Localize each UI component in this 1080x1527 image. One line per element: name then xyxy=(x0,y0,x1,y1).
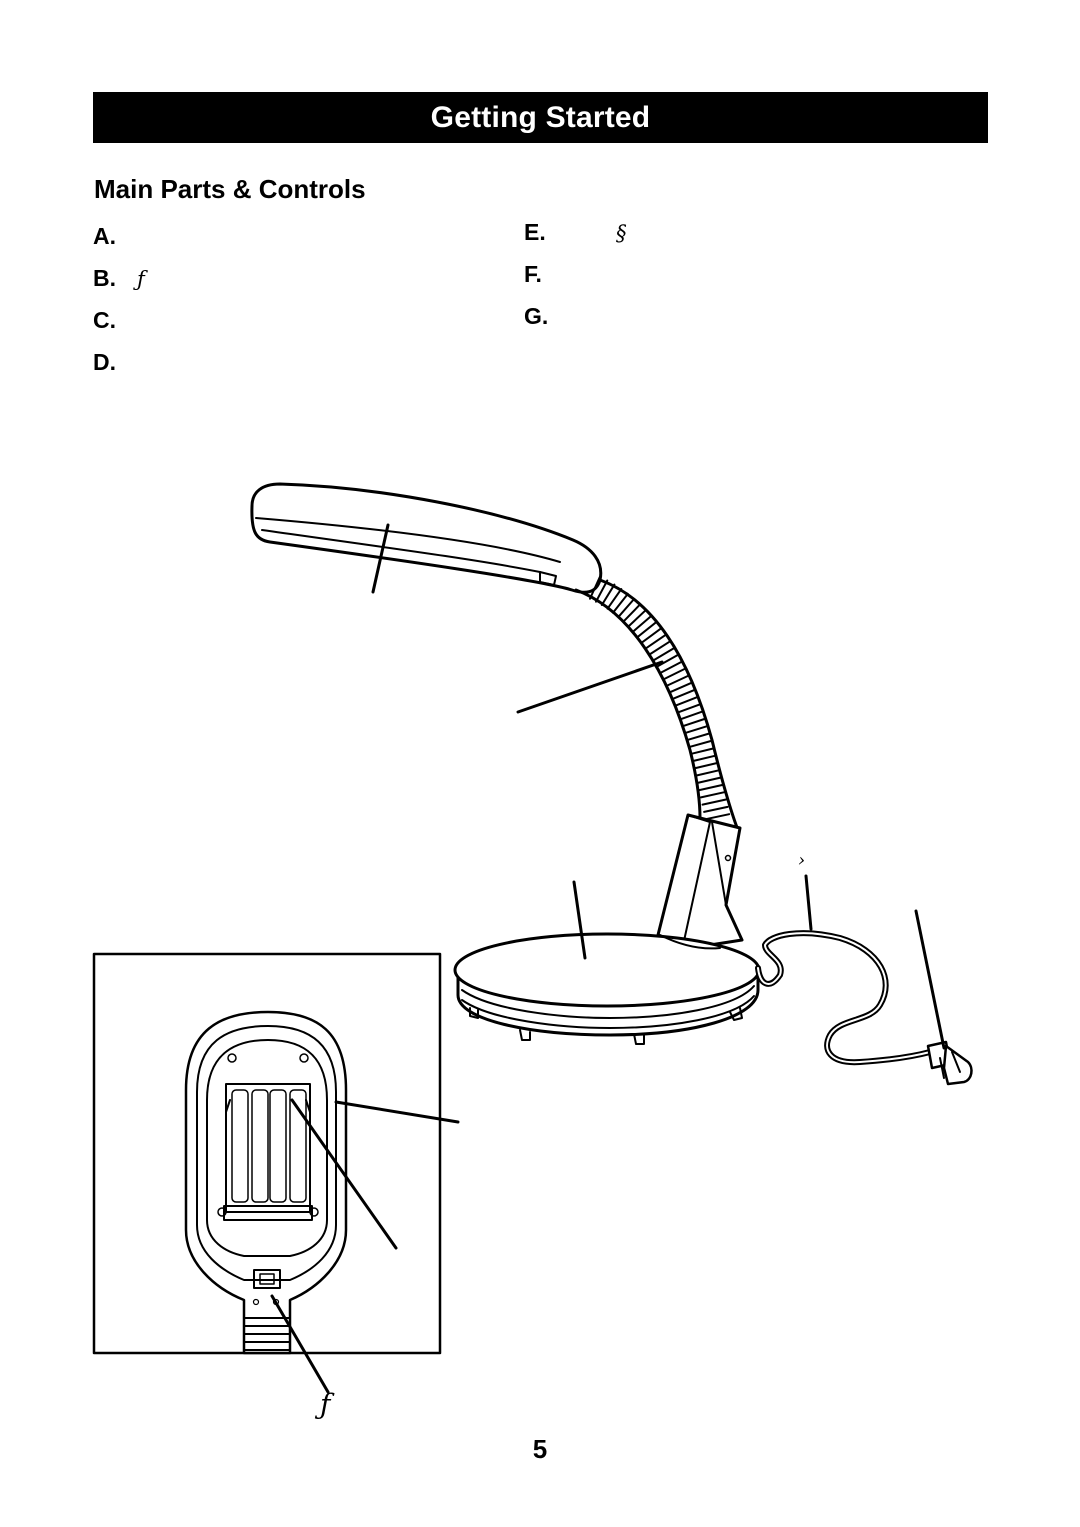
gooseneck-rib xyxy=(606,588,623,610)
part-letter: D. xyxy=(93,349,116,375)
part-letter: C. xyxy=(93,307,116,333)
power-cord xyxy=(755,930,933,1066)
gooseneck-rib xyxy=(694,769,721,777)
gooseneck-rib xyxy=(594,579,609,603)
part-item-c: C. xyxy=(93,299,145,341)
gooseneck-rib xyxy=(600,583,616,607)
gooseneck-rib xyxy=(679,710,705,721)
gooseneck-rib xyxy=(671,688,696,700)
gooseneck-rib xyxy=(665,674,690,687)
cord-marker: › xyxy=(798,850,806,871)
gooseneck-rib xyxy=(611,592,629,614)
gooseneck-rib xyxy=(689,747,716,755)
gooseneck-rib xyxy=(627,609,647,628)
part-item-f: F. xyxy=(524,253,627,295)
section-title: Main Parts & Controls xyxy=(94,174,366,204)
gooseneck-rib xyxy=(686,732,712,742)
part-description: ƒ xyxy=(137,267,145,291)
parts-list-right: E. § F. G. xyxy=(524,211,627,337)
part-item-d: D. xyxy=(93,341,145,383)
gooseneck-rib xyxy=(683,724,709,735)
gooseneck-rib xyxy=(659,660,683,674)
gooseneck-rib xyxy=(704,813,731,821)
gooseneck-rib xyxy=(696,776,723,784)
gooseneck-rib xyxy=(674,695,699,707)
gooseneck-rib xyxy=(652,647,676,662)
gooseneck-rib xyxy=(688,739,714,749)
part-letter: B. xyxy=(93,265,116,291)
section-banner: Getting Started xyxy=(93,92,988,143)
lamp-base xyxy=(453,932,761,1045)
gooseneck-rib xyxy=(631,615,653,633)
gooseneck-rib xyxy=(662,667,687,681)
gooseneck-rib xyxy=(668,681,693,694)
neck-collar xyxy=(656,813,744,952)
lamp-head xyxy=(250,482,603,594)
gooseneck-rib xyxy=(703,805,729,813)
gooseneck-rib xyxy=(648,640,671,656)
switch-marker: ƒ xyxy=(320,1388,331,1421)
part-letter: A. xyxy=(93,223,116,249)
parts-list-left: A. B. ƒ C. D. xyxy=(93,215,145,383)
gooseneck-rib xyxy=(681,717,707,728)
power-plug xyxy=(926,1040,973,1086)
gooseneck-rib xyxy=(636,621,658,639)
gooseneck-rib xyxy=(588,575,601,600)
banner-title: Getting Started xyxy=(430,100,651,134)
gooseneck-rib xyxy=(644,633,667,650)
leader-lines xyxy=(371,523,946,1050)
gooseneck-rib xyxy=(699,791,726,799)
part-letter: E. xyxy=(524,219,546,245)
part-letter: G. xyxy=(524,303,549,329)
gooseneck xyxy=(574,575,740,832)
gooseneck-rib xyxy=(676,703,702,714)
gooseneck-rib xyxy=(691,754,717,763)
gooseneck-rib xyxy=(622,603,642,623)
gooseneck-rib xyxy=(701,798,727,806)
page-number: 5 xyxy=(532,1434,548,1464)
part-item-b: B. ƒ xyxy=(93,257,145,299)
part-item-a: A. xyxy=(93,215,145,257)
part-item-g: G. xyxy=(524,295,627,337)
gooseneck-rib xyxy=(693,761,719,770)
gooseneck-rib xyxy=(617,598,636,619)
part-letter: F. xyxy=(524,261,542,287)
gooseneck-rib xyxy=(640,627,662,644)
gooseneck-rib xyxy=(656,653,679,668)
gooseneck-rib xyxy=(698,783,724,792)
part-description: § xyxy=(616,221,627,245)
part-item-e: E. § xyxy=(524,211,627,253)
inset-detail xyxy=(92,952,460,1394)
